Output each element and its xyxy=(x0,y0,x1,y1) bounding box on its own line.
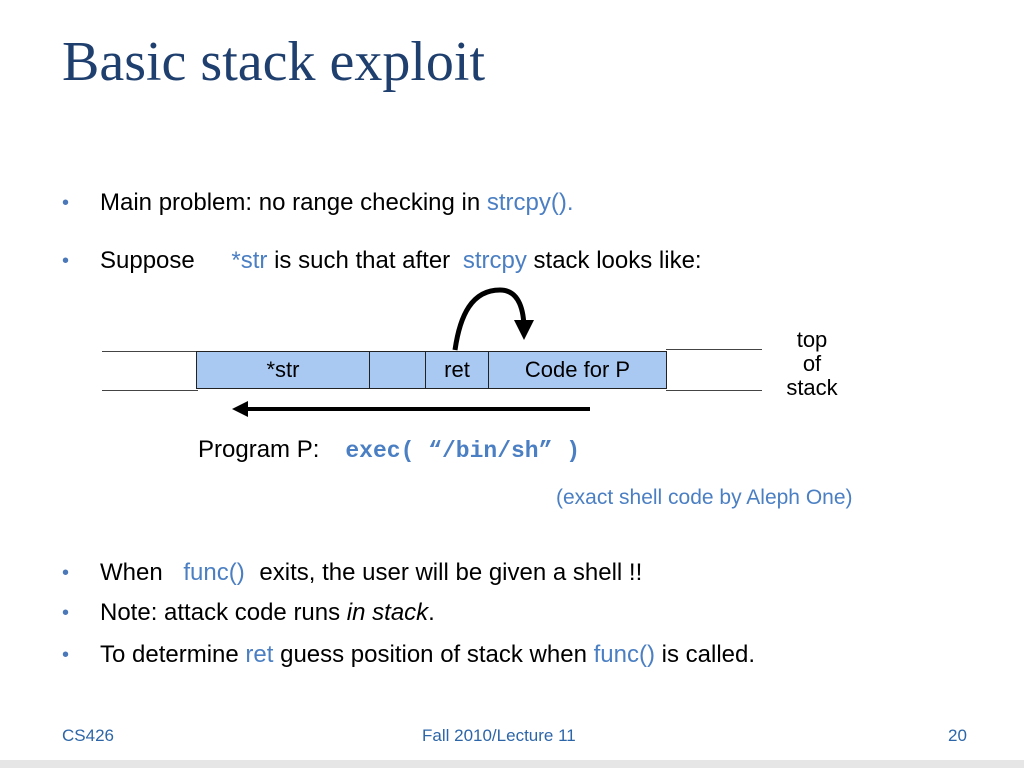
stack-border-bottom-right xyxy=(666,390,762,391)
slide-title: Basic stack exploit xyxy=(62,31,486,93)
code-strcpy: strcpy(). xyxy=(486,189,574,216)
program-p-line: Program P: exec( “/bin/sh” ) xyxy=(198,436,580,464)
footer-course: CS426 xyxy=(62,726,114,745)
stack-cell-empty xyxy=(369,351,426,389)
footer-lecture: Fall 2010/Lecture 11 xyxy=(422,726,576,745)
program-label: Program P: xyxy=(198,436,320,463)
bullet-dot: • xyxy=(62,602,70,624)
bottom-strip xyxy=(0,760,1024,768)
code-func: func() xyxy=(593,641,655,668)
bullet-dot: • xyxy=(62,192,70,214)
stack-cell-code-for-p: Code for P xyxy=(488,351,667,389)
code-func: func() xyxy=(183,559,245,586)
stack-border-top-left xyxy=(102,351,198,352)
ret-to-code-arrow xyxy=(452,287,534,351)
bullet-dot: • xyxy=(62,644,70,666)
stack-cell-str: *str xyxy=(196,351,370,389)
stack-border-bottom-left xyxy=(102,390,198,391)
footer-page-number: 20 xyxy=(948,726,967,745)
stack-border-top-right xyxy=(666,349,762,350)
emphasis-in-stack: in stack xyxy=(346,599,429,626)
stack-cell-ret: ret xyxy=(425,351,489,389)
bullet-dot: • xyxy=(62,250,70,272)
bullet-dot: • xyxy=(62,562,70,584)
code-strcpy: strcpy xyxy=(462,247,527,274)
top-of-stack-label: top of stack xyxy=(786,327,838,400)
code-ret: ret xyxy=(245,641,274,668)
program-code: exec( “/bin/sh” ) xyxy=(345,438,581,464)
code-str: *str xyxy=(231,247,268,274)
shell-code-note: (exact shell code by Aleph One) xyxy=(556,486,853,509)
